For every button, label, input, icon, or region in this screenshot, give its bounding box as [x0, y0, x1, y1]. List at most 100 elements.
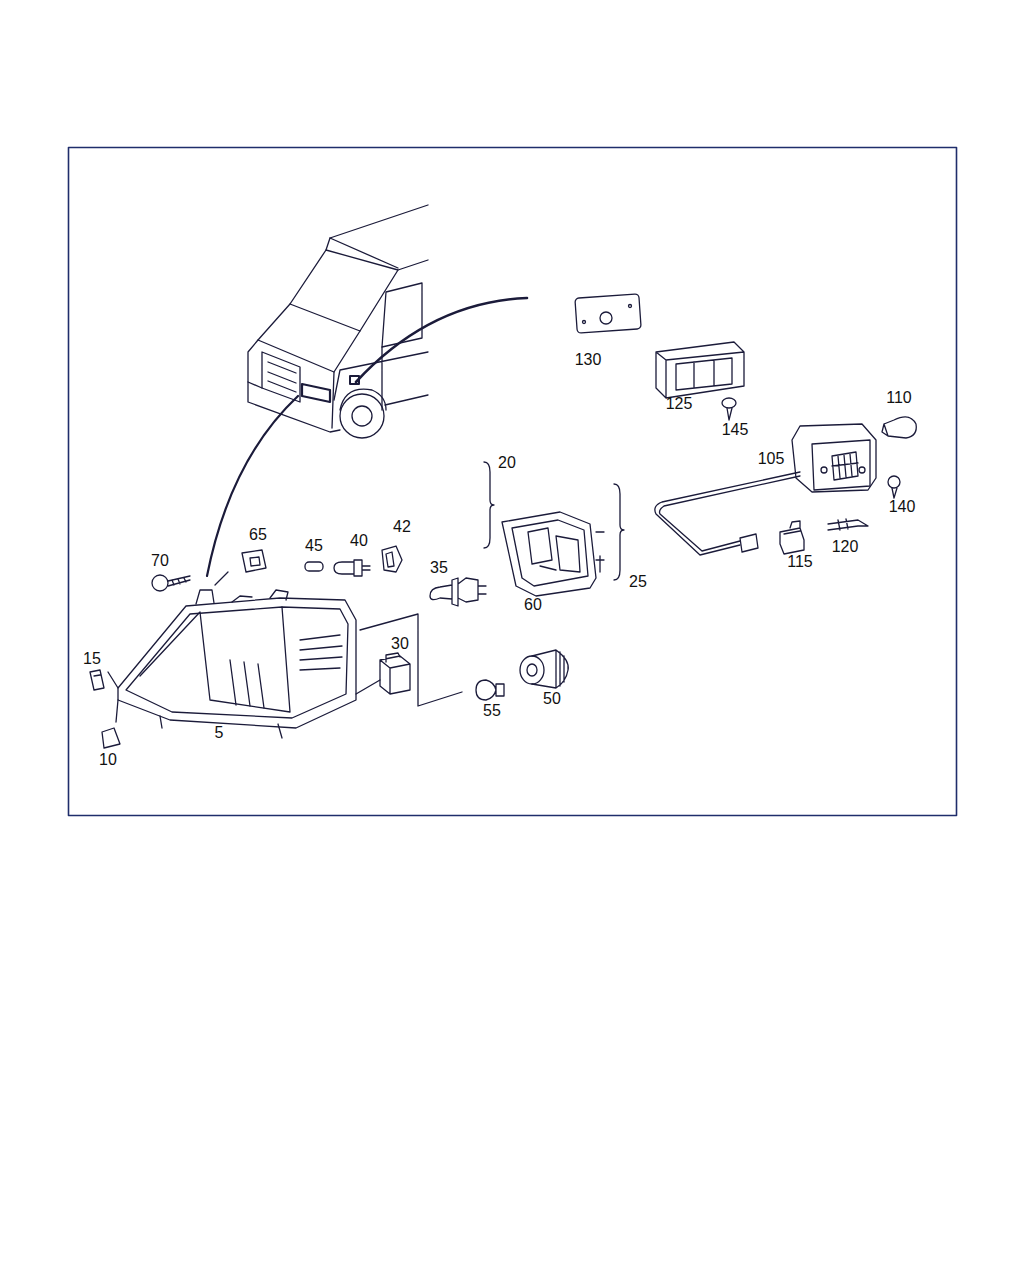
callout-number: 65: [249, 527, 267, 543]
van: [248, 205, 428, 438]
callout-number: 130: [575, 352, 602, 368]
leader-curve: [356, 298, 527, 382]
screw-70: [152, 575, 190, 591]
clip: [90, 670, 104, 690]
van-lamp-left: [248, 382, 262, 388]
bulb: [882, 417, 916, 438]
van-windshield: [290, 250, 398, 331]
motor-30: [356, 653, 410, 694]
van-front: [248, 304, 340, 432]
callout-number: 25: [629, 574, 647, 590]
wire: [655, 472, 800, 555]
van-wheel-arch: [340, 389, 386, 410]
callout-number: 105: [758, 451, 785, 467]
callout-number: 125: [666, 396, 693, 412]
socket: [520, 656, 544, 684]
gasket-hole: [629, 305, 632, 308]
motor: [380, 653, 410, 694]
part-10: [102, 728, 120, 748]
callout-number: 140: [889, 499, 916, 515]
callout-number: 115: [787, 554, 813, 570]
van-hood: [258, 340, 334, 372]
cover-rim: [512, 520, 588, 586]
callout-number: 5: [215, 725, 224, 741]
housing: [656, 342, 744, 398]
connector: [780, 521, 804, 554]
cover-pins: [596, 532, 604, 572]
socket: [527, 664, 537, 676]
callout-number: 145: [722, 422, 749, 438]
headlamp-tabs: [196, 590, 288, 604]
van-headlamp: [302, 384, 330, 402]
van-hood-edge: [332, 331, 360, 428]
bracket: [484, 462, 494, 548]
callout-number: 50: [543, 691, 561, 707]
bracket: [614, 484, 624, 580]
screw-head: [888, 476, 900, 488]
bulb-110: [882, 417, 916, 438]
bulb: [334, 560, 370, 576]
callout-number: 15: [83, 651, 101, 667]
frame: [69, 148, 957, 816]
gasket-130: [575, 294, 641, 333]
screw-shank: [168, 576, 190, 586]
lamp-screw: [859, 467, 865, 473]
van-wheel: [340, 394, 384, 438]
bulb-35: [430, 578, 486, 606]
van-door-window: [382, 283, 422, 347]
callout-number: 45: [305, 538, 323, 554]
wire: [660, 476, 801, 551]
screw-shank: [727, 408, 732, 420]
gasket-65: [242, 550, 266, 572]
lamp-screw: [821, 467, 827, 473]
connector-115: [780, 521, 804, 554]
bulb: [430, 578, 486, 606]
headlamp-lens: [126, 607, 348, 718]
bulb: [476, 680, 504, 700]
callout-number: 35: [430, 560, 448, 576]
screw-shank: [892, 488, 897, 498]
clip-15: [90, 670, 104, 690]
cover-60: [502, 512, 604, 596]
van-grille: [262, 352, 300, 402]
housing-125: [656, 342, 744, 398]
headlamp-ribs: [230, 635, 342, 708]
screw-head: [722, 398, 736, 408]
callout-number: 30: [391, 636, 409, 652]
headlamp-housing: [118, 598, 356, 728]
leader-curve: [207, 396, 298, 576]
lamp-105: [792, 424, 876, 492]
gasket-hole: [600, 312, 612, 324]
socket-42: [382, 546, 402, 572]
bulb-45: [305, 562, 323, 571]
callout-number: 42: [393, 519, 411, 535]
van-pillar: [326, 238, 428, 270]
bracket: [360, 614, 462, 706]
callout-number: 40: [350, 533, 368, 549]
leader-line: [116, 700, 118, 722]
screw-140: [888, 476, 900, 498]
bulb-55: [476, 680, 504, 700]
clip: [102, 728, 120, 748]
bulb: [305, 562, 323, 571]
van-hub: [352, 406, 372, 426]
headlamp-facet: [140, 607, 290, 712]
cover-detail: [528, 528, 580, 572]
socket-50: [520, 650, 568, 688]
van-roof: [330, 205, 428, 238]
gasket: [575, 294, 641, 333]
lamp: [792, 424, 876, 492]
lamp-lens: [812, 440, 870, 490]
callout-number: 20: [498, 455, 516, 471]
screw-head: [152, 575, 168, 591]
headlamp-tabs: [108, 672, 282, 738]
callout-number: 55: [483, 703, 501, 719]
callout-number: 10: [99, 752, 117, 768]
callout-number: 60: [524, 597, 542, 613]
housing-detail: [676, 358, 732, 390]
callout-number: 120: [832, 539, 859, 555]
bulb-40: [334, 560, 370, 576]
terminal-120: [828, 519, 868, 530]
